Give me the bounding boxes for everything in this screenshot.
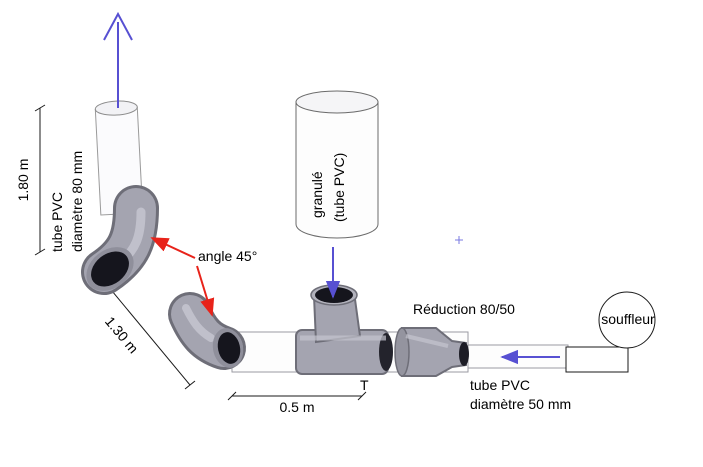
label-tee: T [360,377,369,393]
dimension-180 [34,104,46,256]
label-dimension-180: 1.80 m [15,159,31,202]
angle-arrow-lower [196,265,215,317]
souffleur-graphic [598,291,656,349]
granule-hopper-graphic [295,90,379,239]
angle-arrow-upper [150,237,196,259]
label-tube-50-name: tube PVC [470,377,530,393]
label-tube-50-diameter: diamètre 50 mm [470,396,571,412]
label-tube-80-name: tube PVC [49,192,65,252]
label-souffleur: souffleur [601,311,655,327]
cross-marker [455,236,463,244]
label-angle: angle 45° [198,248,257,264]
elbow-45-upper [81,185,159,295]
label-reduction: Réduction 80/50 [413,301,515,317]
blower-body [565,346,629,373]
flow-arrow-up [103,11,133,108]
label-granule-sub: (tube PVC) [331,153,347,222]
dimension-05 [227,391,367,401]
tee-fitting-graphic [295,284,393,375]
label-dimension-05: 0.5 m [279,399,314,415]
elbow-45-lower [168,292,246,370]
label-tube-80-diameter: diamètre 80 mm [69,151,85,252]
reducer-graphic [394,327,469,377]
label-granule-name: granulé [309,171,325,218]
